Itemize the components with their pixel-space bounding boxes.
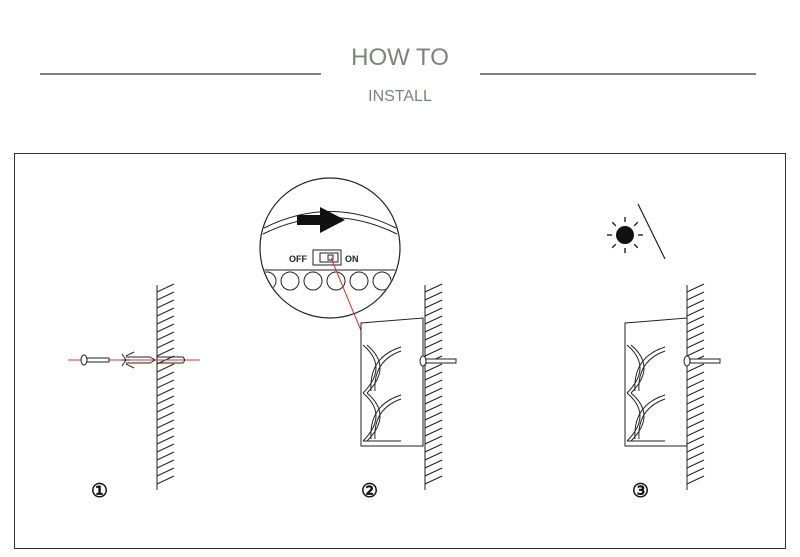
sensor-hole	[280, 271, 300, 291]
moon-icon	[670, 210, 682, 234]
step-2-number: ②	[361, 481, 379, 502]
on-label: ON	[345, 254, 359, 264]
sun-icon	[616, 226, 634, 244]
day-night-icon	[607, 203, 682, 260]
page-title: HOW TO	[351, 44, 449, 71]
wall	[156, 283, 175, 490]
screw-head	[80, 354, 88, 366]
step-3-number: ③	[632, 481, 650, 502]
wall	[424, 283, 443, 490]
wall	[686, 283, 705, 490]
sensor-hole	[303, 271, 323, 291]
page-subtitle: INSTALL	[368, 88, 432, 105]
sensor-hole	[349, 271, 369, 291]
drill-hole	[157, 356, 185, 364]
wall-anchor	[121, 351, 156, 369]
sensor-hole	[326, 271, 346, 291]
switch-knob[interactable]	[327, 254, 334, 261]
screw	[683, 355, 721, 367]
step1-screw-anchor	[68, 351, 200, 369]
switch-magnifier: OFF ON	[259, 177, 401, 346]
screw	[419, 355, 457, 367]
arrow-right-icon	[297, 207, 345, 233]
screw-shaft	[86, 357, 110, 363]
diagram-frame	[14, 153, 786, 549]
step3-wall-lamp	[624, 317, 688, 447]
step-1-number: ①	[91, 481, 109, 502]
sensor-hole	[261, 271, 277, 291]
step2-wall-lamp	[360, 317, 424, 447]
off-label: OFF	[289, 254, 307, 264]
